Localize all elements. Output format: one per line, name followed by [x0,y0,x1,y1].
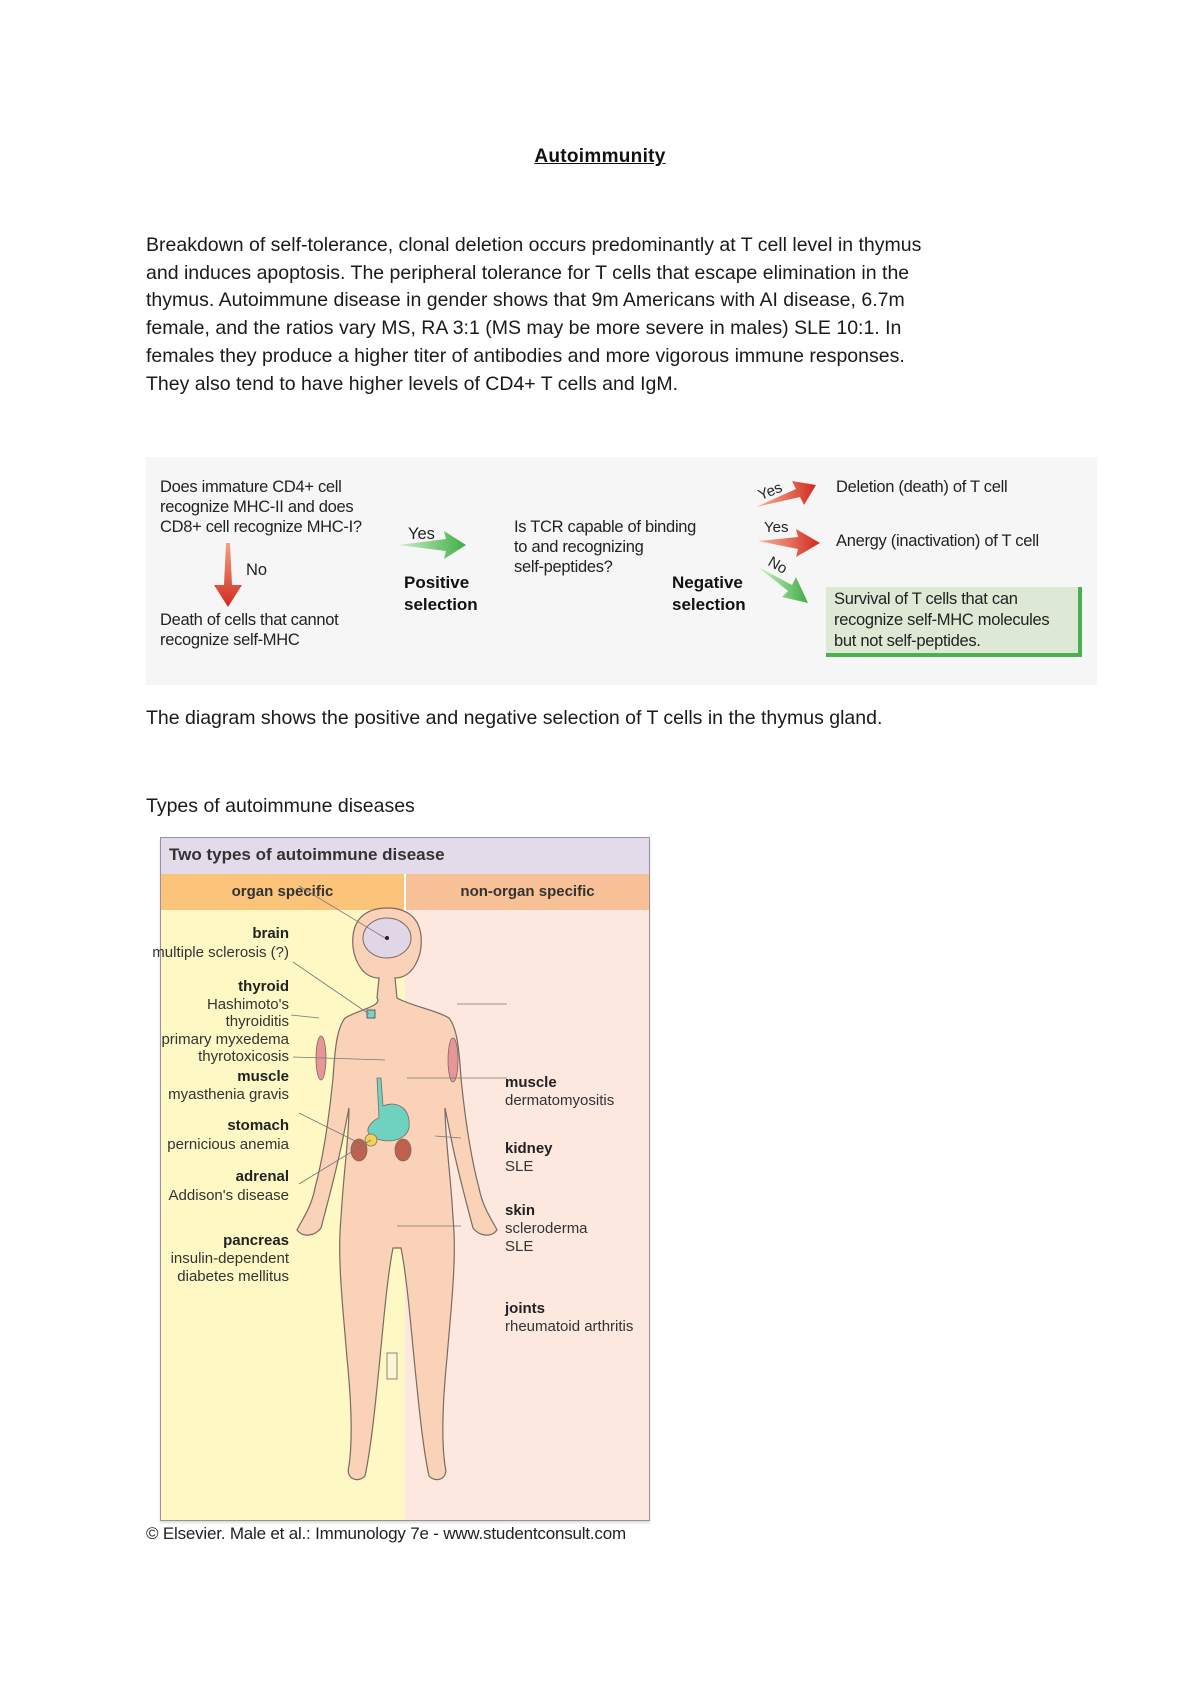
page-title: Autoimmunity [534,146,666,167]
column-header-non-organ-specific: non-organ specific [406,874,649,910]
question-2: Is TCR capable of binding to and recogni… [514,518,697,576]
yes-label: Yes [764,519,789,536]
diagram-arrows [214,481,820,607]
figure-title-bar: Two types of autoimmune disease [161,838,649,874]
yes-label: Yes [408,525,435,543]
deletion-outcome: Deletion (death) of T cell [836,478,1008,496]
negative-selection-label: Negative selection [672,573,746,614]
organ-label-thyroid: thyroid Hashimoto's thyroiditis primary … [161,978,289,1065]
t-cell-selection-diagram: Does immature CD4+ cell recognize MHC-II… [146,457,1097,685]
organ-label-adrenal: adrenal Addison's disease [168,1168,289,1204]
organ-label-kidney: kidney SLE [505,1140,553,1175]
diagram-caption: The diagram shows the positive and negat… [146,707,883,729]
section-heading: Types of autoimmune diseases [146,795,415,817]
paragraph-line: Breakdown of self-tolerance, clonal dele… [146,234,922,256]
paragraph-line: thymus. Autoimmune disease in gender sho… [146,289,905,312]
paragraph-line: and induces apoptosis. The peripheral to… [146,261,910,284]
organ-label-pancreas: pancreas insulin-dependent diabetes mell… [170,1232,289,1285]
organ-label-brain: brain multiple sclerosis (?) [152,925,289,961]
autoimmune-types-figure: Two types of autoimmune disease organ sp… [152,837,650,1521]
question-1: Does immature CD4+ cell recognize MHC-II… [160,478,362,536]
figure-credit: © Elsevier. Male et al.: Immunology 7e -… [146,1524,626,1543]
down-arrow-icon [214,543,242,607]
right-arrow-icon [758,529,820,557]
intro-paragraph: Breakdown of self-tolerance, clonal dele… [146,232,1046,398]
death-outcome: Death of cells that cannot recognize sel… [160,611,339,649]
human-body-illustration [290,885,507,1481]
anergy-outcome: Anergy (inactivation) of T cell [836,532,1039,550]
column-header-organ-specific: organ specific [161,874,404,910]
paragraph-line: They also tend to have higher levels of … [146,372,679,395]
positive-selection-label: Positive selection [404,573,478,614]
organ-label-muscle-nonorgan: muscle dermatomyositis [505,1074,615,1109]
no-label: No [246,561,268,579]
organ-label-joints: joints rheumatoid arthritis [505,1300,634,1335]
figure-title: Two types of autoimmune disease [169,845,445,864]
organ-label-skin: skin scleroderma SLE [505,1202,588,1255]
down-right-arrow-icon [758,567,808,603]
organ-label-muscle: muscle myasthenia gravis [168,1068,289,1103]
paragraph-line: female, and the ratios vary MS, RA 3:1 (… [146,317,902,340]
organ-label-stomach: stomach pernicious anemia [167,1117,289,1153]
survival-outcome-box: Survival of T cells that can recognize s… [826,587,1082,657]
up-right-arrow-icon [756,481,816,507]
right-arrow-icon [398,531,466,559]
paragraph-line: females they produce a higher titer of a… [146,344,905,367]
